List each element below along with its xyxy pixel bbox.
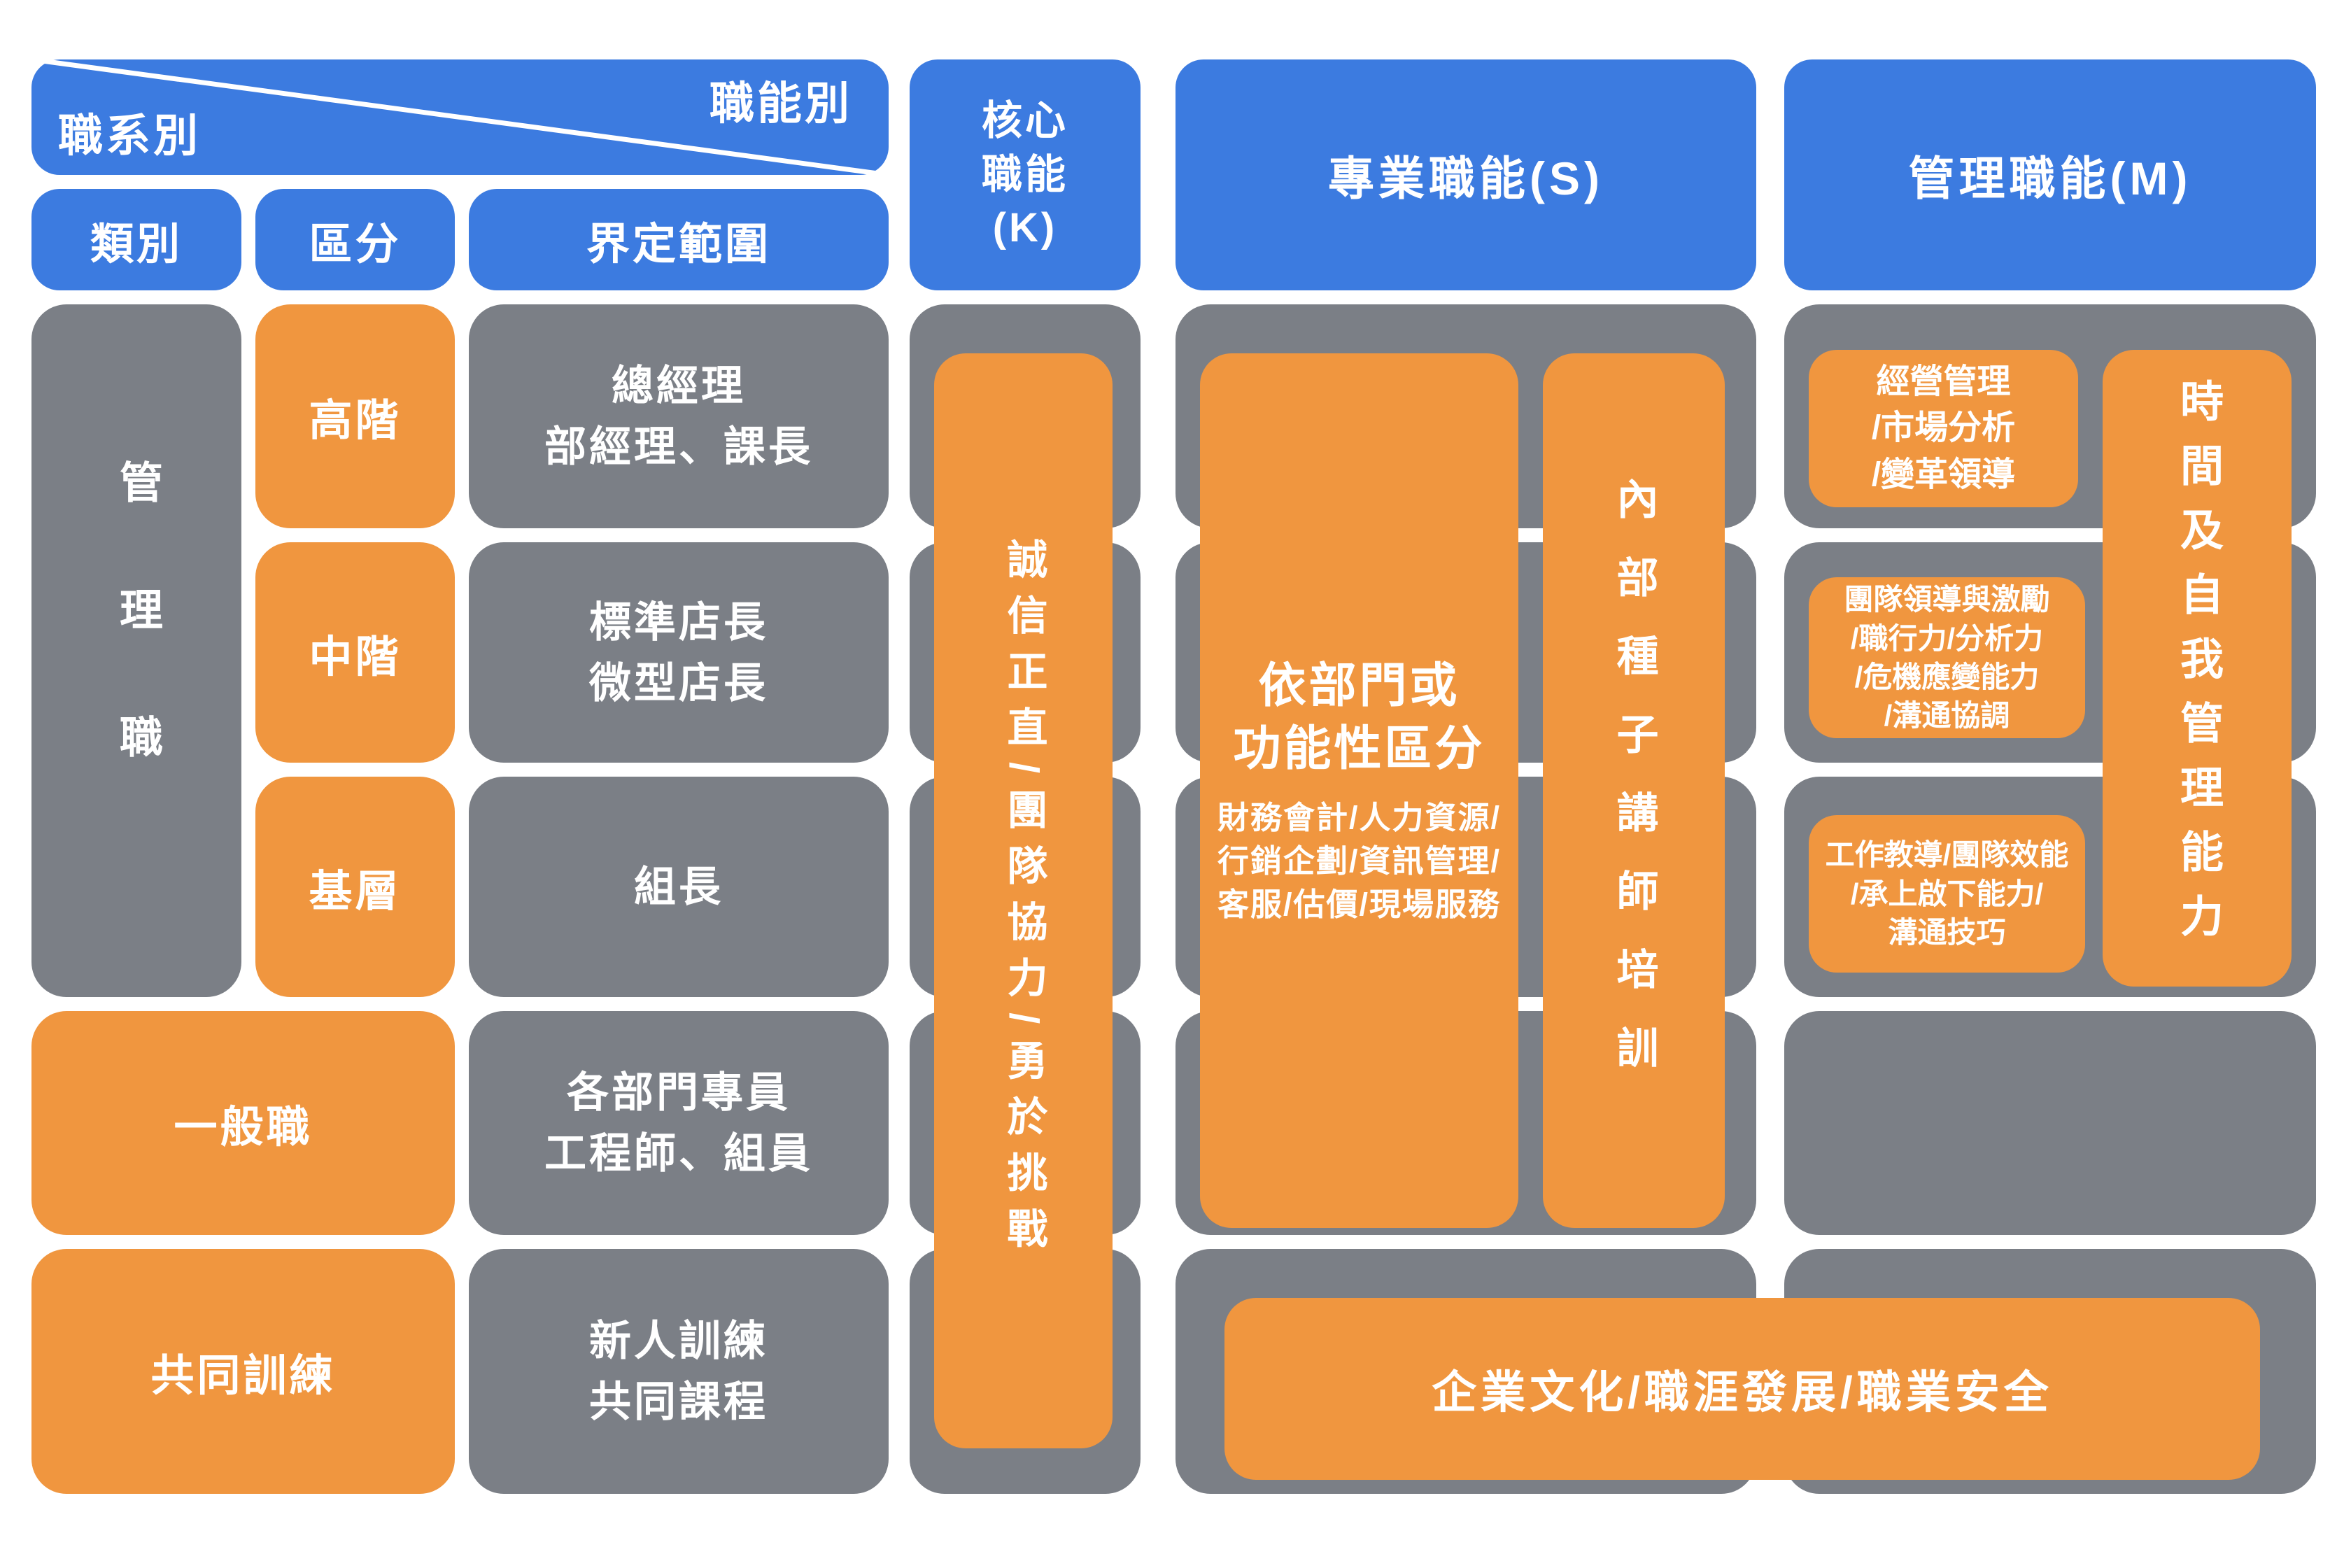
departmental-title-line1: 依部門或 (1258, 659, 1460, 713)
core-competency-label: 誠信正直/團隊協力/勇於挑戰 (1001, 538, 1047, 1264)
departmental-detail-line1: 財務會計/人力資源/ (1217, 799, 1501, 835)
common-courses-box: 企業文化/職涯發展/職業安全 (1224, 1298, 2260, 1480)
scope-junior-label: 組長 (634, 863, 723, 910)
header-scope-label: 界定範圍 (586, 220, 771, 269)
category-management-track-label: 管理職 (113, 460, 161, 842)
category-common-training-label: 共同訓練 (150, 1352, 336, 1400)
header-core-line2: 職能 (981, 151, 1068, 197)
category-management-track: 管理職 (31, 304, 241, 997)
scope-middle: 標準店長 微型店長 (469, 542, 889, 763)
header-core-line3: (K) (992, 205, 1058, 251)
seed-lecturer-box: 內部種子講師培訓 (1543, 353, 1725, 1228)
core-competency-box: 誠信正直/團隊協力/勇於挑戰 (934, 353, 1113, 1448)
level-middle-label: 中階 (309, 633, 402, 681)
scope-senior-line2: 部經理、課長 (544, 423, 813, 470)
header-professional-competency: 專業職能(S) (1176, 59, 1756, 290)
scope-common-line2: 共同課程 (589, 1378, 768, 1425)
management-junior-line3: 溝通技巧 (1888, 916, 2006, 949)
scope-middle-line1: 標準店長 (589, 598, 768, 646)
col-axis-label: 職能別 (709, 78, 852, 129)
header-professional-label: 專業職能(S) (1328, 153, 1604, 204)
time-self-management-box: 時間及自我管理能力 (2103, 350, 2292, 987)
time-self-management-label: 時間及自我管理能力 (2173, 379, 2222, 958)
departmental-competency-box: 依部門或 功能性區分 財務會計/人力資源/ 行銷企劃/資訊管理/ 客服/估價/現… (1200, 353, 1518, 1228)
header-core-competency: 核心 職能 (K) (910, 59, 1141, 290)
diagonal-divider-line (31, 59, 889, 175)
scope-senior: 總經理 部經理、課長 (469, 304, 889, 528)
category-general: 一般職 (31, 1011, 455, 1235)
departmental-detail-line3: 客服/估價/現場服務 (1217, 886, 1501, 922)
header-division-label: 區分 (309, 220, 402, 269)
management-senior-line2: /市場分析 (1871, 409, 2016, 447)
header-category: 類別 (31, 189, 241, 290)
header-core-line1: 核心 (981, 98, 1068, 144)
category-common-training: 共同訓練 (31, 1249, 455, 1494)
departmental-detail: 財務會計/人力資源/ 行銷企劃/資訊管理/ 客服/估價/現場服務 (1217, 796, 1501, 926)
management-middle-line4: /溝通協調 (1884, 699, 2010, 733)
scope-general: 各部門專員 工程師、組員 (469, 1011, 889, 1235)
management-middle-box: 團隊領導與激勵 /職行力/分析力 /危機應變能力 /溝通協調 (1809, 577, 2085, 738)
header-division: 區分 (255, 189, 455, 290)
header-management-competency: 管理職能(M) (1784, 59, 2316, 290)
scope-general-line1: 各部門專員 (567, 1069, 791, 1116)
header-category-label: 類別 (90, 220, 183, 269)
level-junior: 基層 (255, 777, 455, 997)
seed-lecturer-label: 內部種子講師培訓 (1611, 477, 1658, 1104)
departmental-title: 依部門或 功能性區分 (1233, 655, 1485, 781)
scope-middle-line2: 微型店長 (589, 659, 768, 707)
management-middle-line1: 團隊領導與激勵 (1844, 583, 2050, 616)
management-cell-general (1784, 1011, 2316, 1235)
common-courses-label: 企業文化/職涯發展/職業安全 (1432, 1367, 2053, 1418)
management-senior-box: 經營管理 /市場分析 /變革領導 (1809, 350, 2078, 507)
matrix-corner-header: 職系別 職能別 (31, 59, 889, 175)
level-senior: 高階 (255, 304, 455, 528)
scope-senior-line1: 總經理 (612, 362, 746, 409)
row-axis-label: 職系別 (58, 111, 201, 161)
level-junior-label: 基層 (309, 867, 402, 916)
level-middle: 中階 (255, 542, 455, 763)
management-senior-line3: /變革領導 (1871, 455, 2016, 493)
management-junior-line2: /承上啟下能力/ (1850, 877, 2044, 910)
scope-general-line2: 工程師、組員 (544, 1130, 813, 1177)
scope-junior: 組長 (469, 777, 889, 997)
header-scope: 界定範圍 (469, 189, 889, 290)
category-general-label: 一般職 (174, 1103, 313, 1152)
scope-common-line1: 新人訓練 (589, 1318, 768, 1364)
scope-common: 新人訓練 共同課程 (469, 1249, 889, 1494)
departmental-detail-line2: 行銷企劃/資訊管理/ (1217, 842, 1501, 879)
management-middle-line3: /危機應變能力 (1854, 661, 2040, 693)
header-management-label: 管理職能(M) (1908, 153, 2192, 204)
management-junior-box: 工作教導/團隊效能 /承上啟下能力/ 溝通技巧 (1809, 815, 2085, 973)
management-junior-line1: 工作教導/團隊效能 (1825, 838, 2069, 872)
level-senior-label: 高階 (309, 397, 402, 445)
management-middle-line2: /職行力/分析力 (1850, 621, 2044, 655)
departmental-title-line2: 功能性區分 (1233, 721, 1485, 775)
management-senior-line1: 經營管理 (1876, 363, 2011, 401)
